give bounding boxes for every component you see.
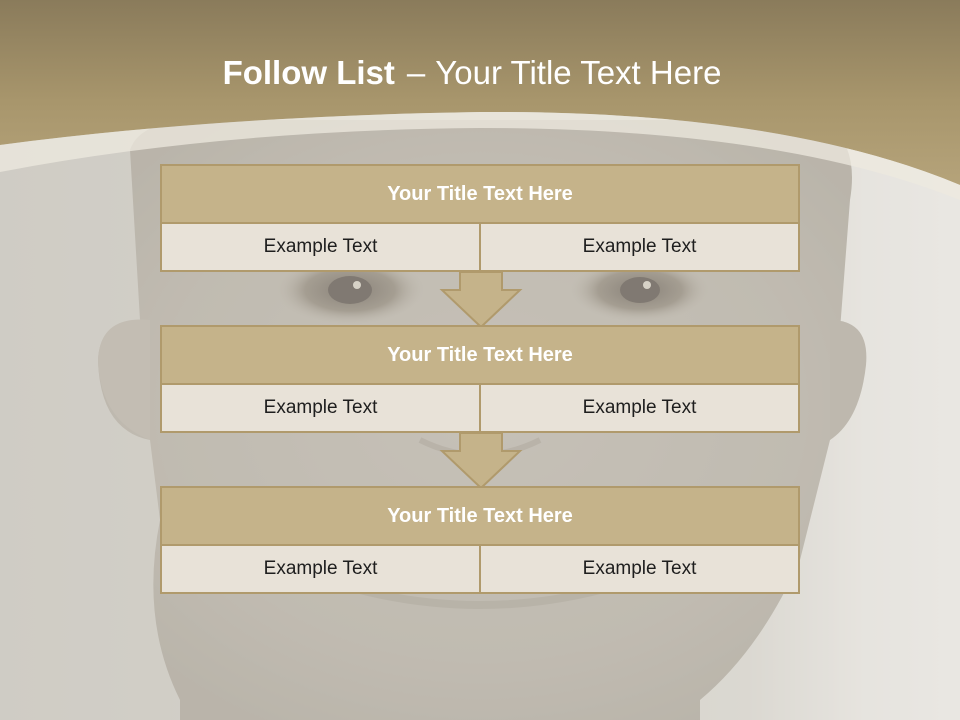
step-title: Your Title Text Here: [162, 327, 798, 385]
step-title: Your Title Text Here: [162, 488, 798, 546]
step-cell-left: Example Text: [162, 546, 481, 592]
slide-title-rest: Your Title Text Here: [435, 54, 722, 91]
step-cell-left: Example Text: [162, 385, 481, 431]
step-cell-right: Example Text: [481, 546, 798, 592]
header-band: [0, 0, 960, 200]
step-row: Example Text Example Text: [162, 546, 798, 592]
down-arrow-icon: [439, 271, 523, 329]
step-box-1: Your Title Text Here Example Text Exampl…: [160, 164, 800, 272]
slide-title-bold: Follow List: [222, 54, 395, 91]
step-title: Your Title Text Here: [162, 166, 798, 224]
step-cell-right: Example Text: [481, 385, 798, 431]
slide-title-dash: –: [406, 54, 426, 91]
slide-title: Follow List–Your Title Text Here: [0, 54, 944, 92]
down-arrow-icon: [439, 432, 523, 490]
step-box-2: Your Title Text Here Example Text Exampl…: [160, 325, 800, 433]
step-box-3: Your Title Text Here Example Text Exampl…: [160, 486, 800, 594]
step-cell-right: Example Text: [481, 224, 798, 270]
step-row: Example Text Example Text: [162, 224, 798, 270]
step-cell-left: Example Text: [162, 224, 481, 270]
step-row: Example Text Example Text: [162, 385, 798, 431]
